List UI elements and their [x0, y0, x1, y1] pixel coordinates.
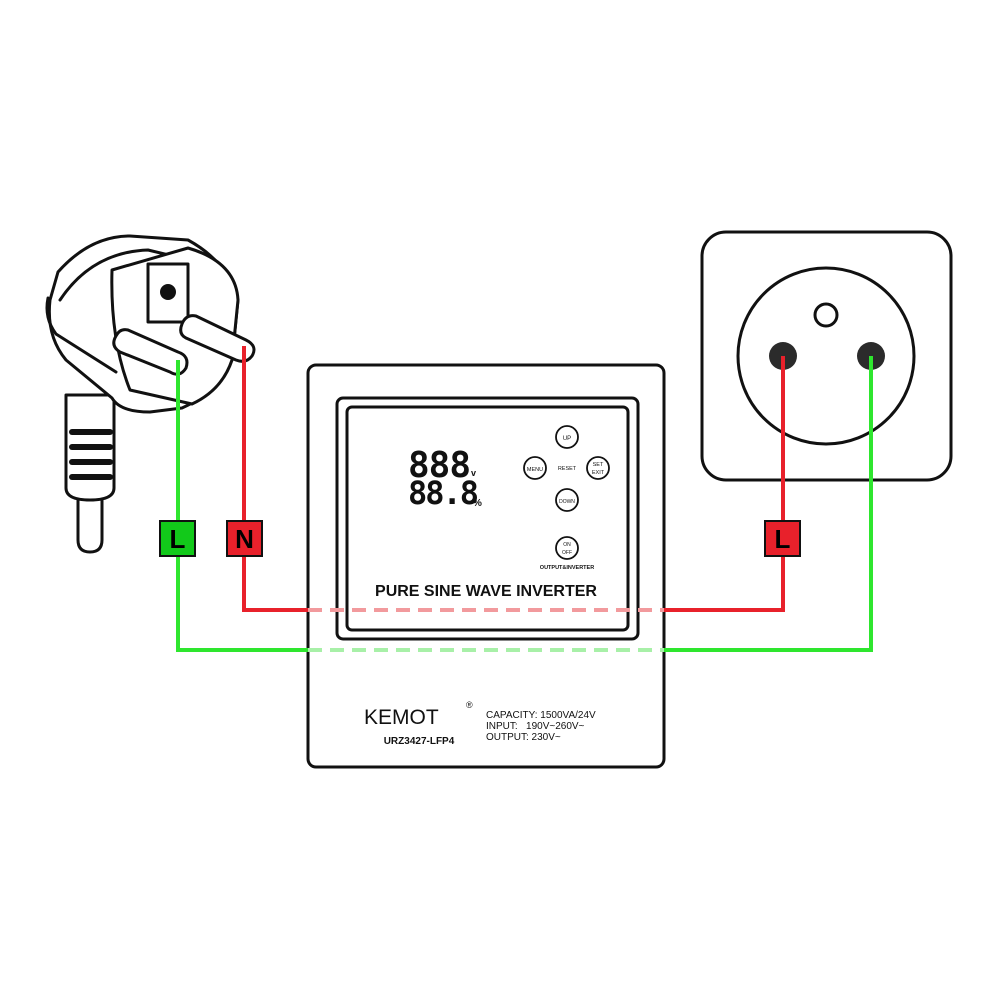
red-wire-left — [242, 346, 308, 612]
brand-logo: KEMOT — [364, 706, 439, 729]
schuko-plug — [45, 234, 256, 554]
on-off-button[interactable]: ON OFF — [555, 536, 579, 560]
display-percent: 88.8 — [408, 474, 478, 512]
on-button-label: ON — [563, 542, 571, 548]
plug-pin-left — [112, 328, 189, 376]
tag-socket-l: L — [764, 520, 801, 557]
spec-input: INPUT: 190V~260V~ — [486, 721, 585, 732]
spec-output: OUTPUT: 230V~ — [486, 732, 561, 743]
plug-pin-right — [179, 314, 256, 363]
tag-plug-n: N — [226, 520, 263, 557]
model-number: URZ3427-LFP4 — [384, 736, 455, 747]
reset-label: RESET — [558, 466, 577, 472]
menu-button-label: MENU — [527, 467, 543, 473]
spec-capacity: CAPACITY: 1500VA/24V — [486, 710, 596, 721]
output-inverter-label: OUTPUT&INVERTER — [540, 565, 594, 571]
set-button-label: SET — [593, 462, 604, 468]
set-exit-button[interactable]: SET EXIT — [586, 456, 610, 480]
socket-face — [736, 266, 916, 446]
wires — [176, 346, 873, 652]
display-percent-unit: % — [473, 498, 482, 509]
tag-plug-l-text: L — [170, 524, 186, 554]
panel-title: PURE SINE WAVE INVERTER — [375, 583, 597, 600]
up-button[interactable]: UP — [555, 425, 579, 449]
tag-plug-n-text: N — [235, 524, 254, 554]
down-button-label: DOWN — [559, 499, 575, 505]
menu-button[interactable]: MENU — [523, 456, 547, 480]
french-socket — [700, 230, 953, 482]
inverter-panel-inner — [345, 405, 630, 632]
down-button[interactable]: DOWN — [555, 488, 579, 512]
tag-plug-l: L — [159, 520, 196, 557]
exit-button-label: EXIT — [592, 470, 605, 476]
socket-earth-pin — [813, 302, 839, 328]
display-voltage-unit: v — [471, 468, 476, 478]
registered-mark: ® — [466, 700, 473, 710]
display-voltage: 888 — [408, 445, 470, 486]
tag-socket-l-text: L — [775, 524, 791, 554]
plug-face — [110, 246, 240, 406]
red-wire-right — [664, 356, 785, 612]
inverter-unit: 888 v 88.8 % UP MENU RESET SET EXIT DOWN… — [306, 363, 666, 769]
green-wire-left — [176, 360, 308, 652]
off-button-label: OFF — [562, 550, 572, 556]
green-wire-right — [664, 356, 873, 652]
up-button-label: UP — [563, 436, 571, 442]
